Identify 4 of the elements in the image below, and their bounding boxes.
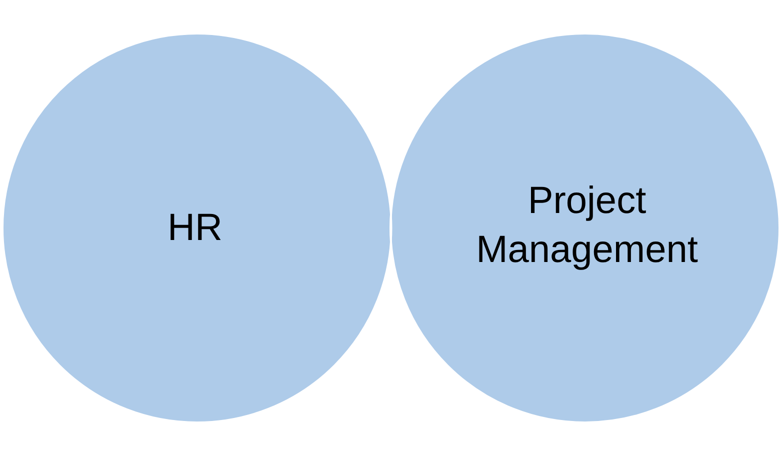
circle-label: HR xyxy=(166,206,224,250)
circle xyxy=(1,32,393,424)
circle xyxy=(389,32,781,424)
circle-label: Project Management xyxy=(475,178,699,273)
